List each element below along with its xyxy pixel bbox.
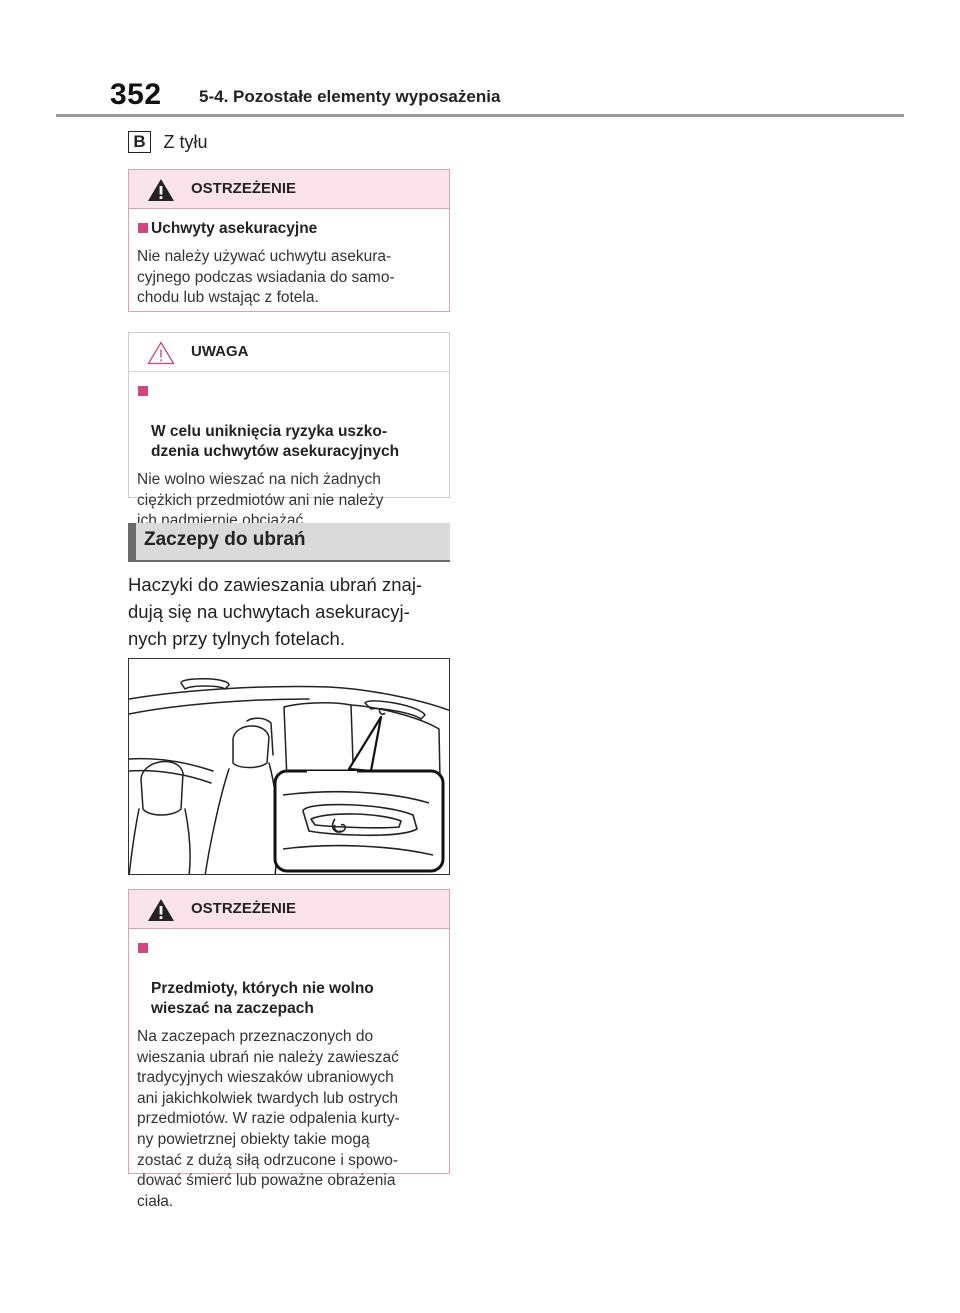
warning-title: OSTRZEŻENIE: [191, 900, 297, 917]
warning-triangle-icon: [148, 179, 174, 201]
caution-item-heading: W celu uniknięcia ryzyka uszko- dzenia u…: [137, 382, 441, 462]
section-title: 5-4. Pozostałe elementy wyposażenia: [199, 87, 501, 106]
caution-triangle-icon: [147, 341, 175, 365]
square-bullet-icon: [138, 386, 148, 396]
banner-underline: [128, 560, 450, 562]
subsection-label: Z tyłu: [163, 131, 208, 152]
square-bullet-icon: [138, 223, 148, 233]
section-banner: Zaczepy do ubrań: [128, 523, 450, 562]
warning-triangle-icon: [148, 899, 174, 921]
square-bullet-icon: [138, 943, 148, 953]
warning-title: OSTRZEŻENIE: [191, 180, 297, 197]
warning-box-header: OSTRZEŻENIE: [129, 890, 449, 929]
caution-body: W celu uniknięcia ryzyka uszko- dzenia u…: [129, 372, 449, 542]
page-number: 352: [110, 78, 162, 111]
warning-item-heading: Przedmioty, których nie wolno wieszać na…: [137, 939, 441, 1019]
caution-title: UWAGA: [191, 343, 249, 360]
caution-box-header: UWAGA: [129, 333, 449, 372]
car-interior-illustration: [129, 678, 449, 874]
subsection-heading: B Z tyłu: [128, 131, 207, 157]
zoom-callout-box: [273, 769, 445, 873]
section-body-text: Haczyki do zawieszania ubrań znaj- dują …: [128, 574, 423, 649]
hook-marker-icon: [378, 708, 386, 716]
warning-body: Uchwyty asekuracyjne Nie należy używać u…: [129, 209, 449, 319]
warning-item-heading: Uchwyty asekuracyjne: [137, 219, 441, 239]
banner-accent-bar: [128, 523, 136, 560]
caution-text: Nie wolno wieszać na nich żadnych ciężki…: [137, 471, 384, 530]
caution-box-handles: UWAGA W celu uniknięcia ryzyka uszko- dz…: [128, 332, 450, 529]
warning-text: Na zaczepach przeznaczonych do wieszania…: [137, 1028, 400, 1210]
caution-heading-text: W celu uniknięcia ryzyka uszko- dzenia u…: [151, 423, 400, 460]
header-divider: [56, 114, 904, 117]
subsection-badge: B: [128, 131, 151, 153]
warning-box-hooks: OSTRZEŻENIE Przedmioty, których nie woln…: [128, 889, 450, 1210]
banner-title: Zaczepy do ubrań: [144, 529, 306, 550]
illustration-rear-seats-hooks: [128, 658, 450, 875]
warning-box-handles: OSTRZEŻENIE Uchwyty asekuracyjne Nie nal…: [128, 169, 450, 312]
page-header: 352 5-4. Pozostałe elementy wyposażenia: [56, 78, 904, 118]
warning-heading-text: Przedmioty, których nie wolno wieszać na…: [151, 980, 374, 1017]
warning-heading-text: Uchwyty asekuracyjne: [151, 220, 318, 237]
warning-text: Nie należy używać uchwytu asekura- cyjne…: [137, 248, 395, 307]
warning-body: Przedmioty, których nie wolno wieszać na…: [129, 929, 449, 1222]
warning-box-header: OSTRZEŻENIE: [129, 170, 449, 209]
